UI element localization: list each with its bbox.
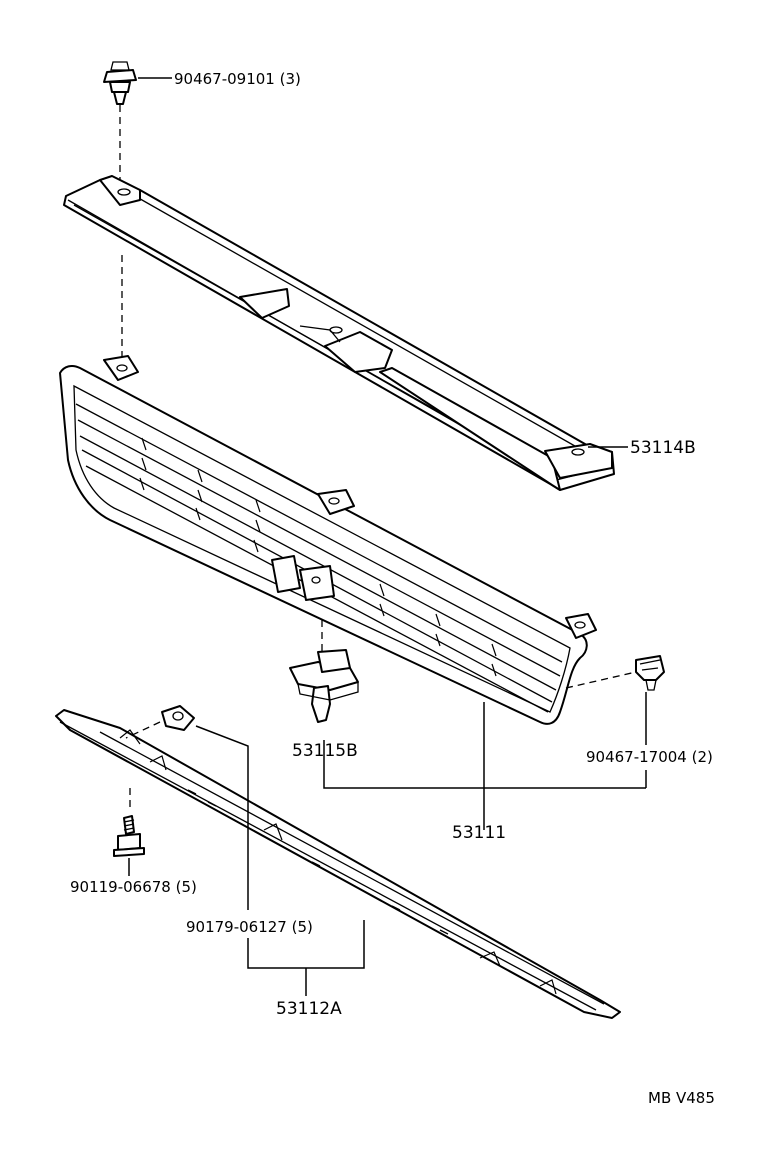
grille-part: [59, 355, 597, 725]
label-molding-upper: 53114B: [630, 438, 696, 458]
nut-part: [161, 705, 195, 731]
leader-nut: [195, 725, 249, 910]
dash-nut: [125, 721, 161, 739]
label-nut: 90179-06127 (5): [186, 918, 313, 936]
label-clip-right: 90467-17004 (2): [586, 748, 713, 766]
label-retainer: 53115B: [292, 741, 358, 761]
leader-retainer: [323, 740, 646, 789]
label-screw-left: 90119-06678 (5): [70, 878, 197, 896]
lower-molding-part: [55, 709, 621, 1019]
label-clip-top: 90467-09101 (3): [174, 70, 301, 88]
retainer-part: [289, 649, 359, 723]
clip-top-part: [103, 61, 137, 105]
label-grille: 53111: [452, 823, 506, 843]
dash-grille-to-clip: [565, 671, 637, 689]
leader-molding-lower: [247, 920, 365, 996]
upper-molding-part: [63, 175, 615, 491]
screw-left-part: [113, 815, 145, 857]
label-figure-code: MB V485: [648, 1089, 715, 1107]
label-molding-lower: 53112A: [276, 999, 342, 1019]
clip-right-part: [635, 655, 665, 691]
